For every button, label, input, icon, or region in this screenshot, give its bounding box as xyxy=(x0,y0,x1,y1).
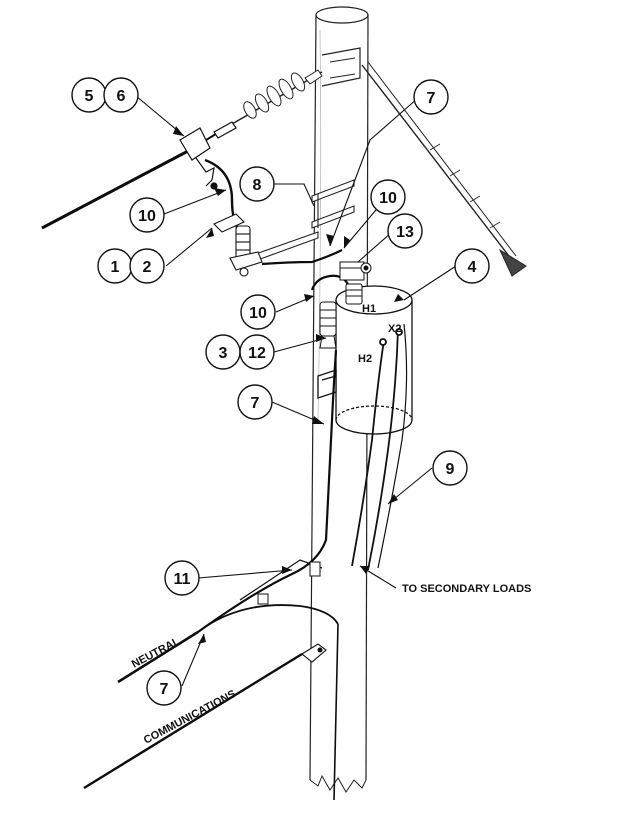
svg-text:5: 5 xyxy=(85,88,94,105)
cutout-to-transformer-lead xyxy=(261,249,352,291)
svg-text:7: 7 xyxy=(427,90,436,107)
svg-text:10: 10 xyxy=(249,305,267,322)
neutral-conductor xyxy=(117,559,339,801)
svg-text:13: 13 xyxy=(396,224,414,241)
svg-text:12: 12 xyxy=(248,345,266,362)
callout-9: 9 xyxy=(432,450,468,486)
secondary-leads xyxy=(351,323,408,571)
callout-13: 13 xyxy=(387,213,423,249)
callout-2: 2 xyxy=(129,248,165,284)
svg-text:7: 7 xyxy=(160,681,169,698)
svg-text:7: 7 xyxy=(251,395,260,412)
svg-text:10: 10 xyxy=(379,190,397,207)
callout-8: 8 xyxy=(239,166,275,202)
callout-7-bottom: 7 xyxy=(146,670,182,706)
neutral-label: NEUTRAL xyxy=(130,635,182,670)
callout-3: 3 xyxy=(205,334,241,370)
callout-7-mid: 7 xyxy=(237,384,273,420)
callout-1: 1 xyxy=(97,248,133,284)
svg-text:8: 8 xyxy=(253,177,262,194)
svg-text:10: 10 xyxy=(138,208,156,225)
h1-label: H1 xyxy=(362,303,376,315)
to-secondary-loads-label: TO SECONDARY LOADS xyxy=(402,583,531,595)
svg-text:6: 6 xyxy=(117,88,126,105)
svg-text:11: 11 xyxy=(174,571,191,588)
communications-cable xyxy=(83,643,327,790)
callout-7-top: 7 xyxy=(413,79,449,115)
fused-cutout xyxy=(213,213,263,277)
callout-12: 12 xyxy=(239,334,275,370)
svg-text:1: 1 xyxy=(111,259,120,276)
leader-arrowheads xyxy=(173,126,404,644)
h2-label: H2 xyxy=(358,353,372,365)
h1-bushing xyxy=(339,261,372,305)
callouts: 5 6 10 1 2 8 7 10 13 4 10 3 12 7 9 11 7 xyxy=(71,77,490,706)
svg-text:3: 3 xyxy=(219,345,228,362)
callout-5: 5 xyxy=(71,77,107,113)
callout-11: 11 xyxy=(164,560,200,596)
callout-10-left: 10 xyxy=(129,197,165,233)
callout-10-top: 10 xyxy=(370,179,406,215)
x2-label: X2 xyxy=(388,323,401,335)
tank-mounted-arrester xyxy=(319,301,337,349)
callout-6: 6 xyxy=(103,77,139,113)
dead-end-clamp xyxy=(179,121,237,190)
svg-text:2: 2 xyxy=(143,259,152,276)
svg-text:9: 9 xyxy=(446,461,455,478)
guy-wire-assembly xyxy=(321,47,527,277)
callout-4: 4 xyxy=(454,248,490,284)
callout-10-mid: 10 xyxy=(240,294,276,330)
svg-text:4: 4 xyxy=(468,259,477,276)
suspension-insulator-string xyxy=(231,69,323,125)
